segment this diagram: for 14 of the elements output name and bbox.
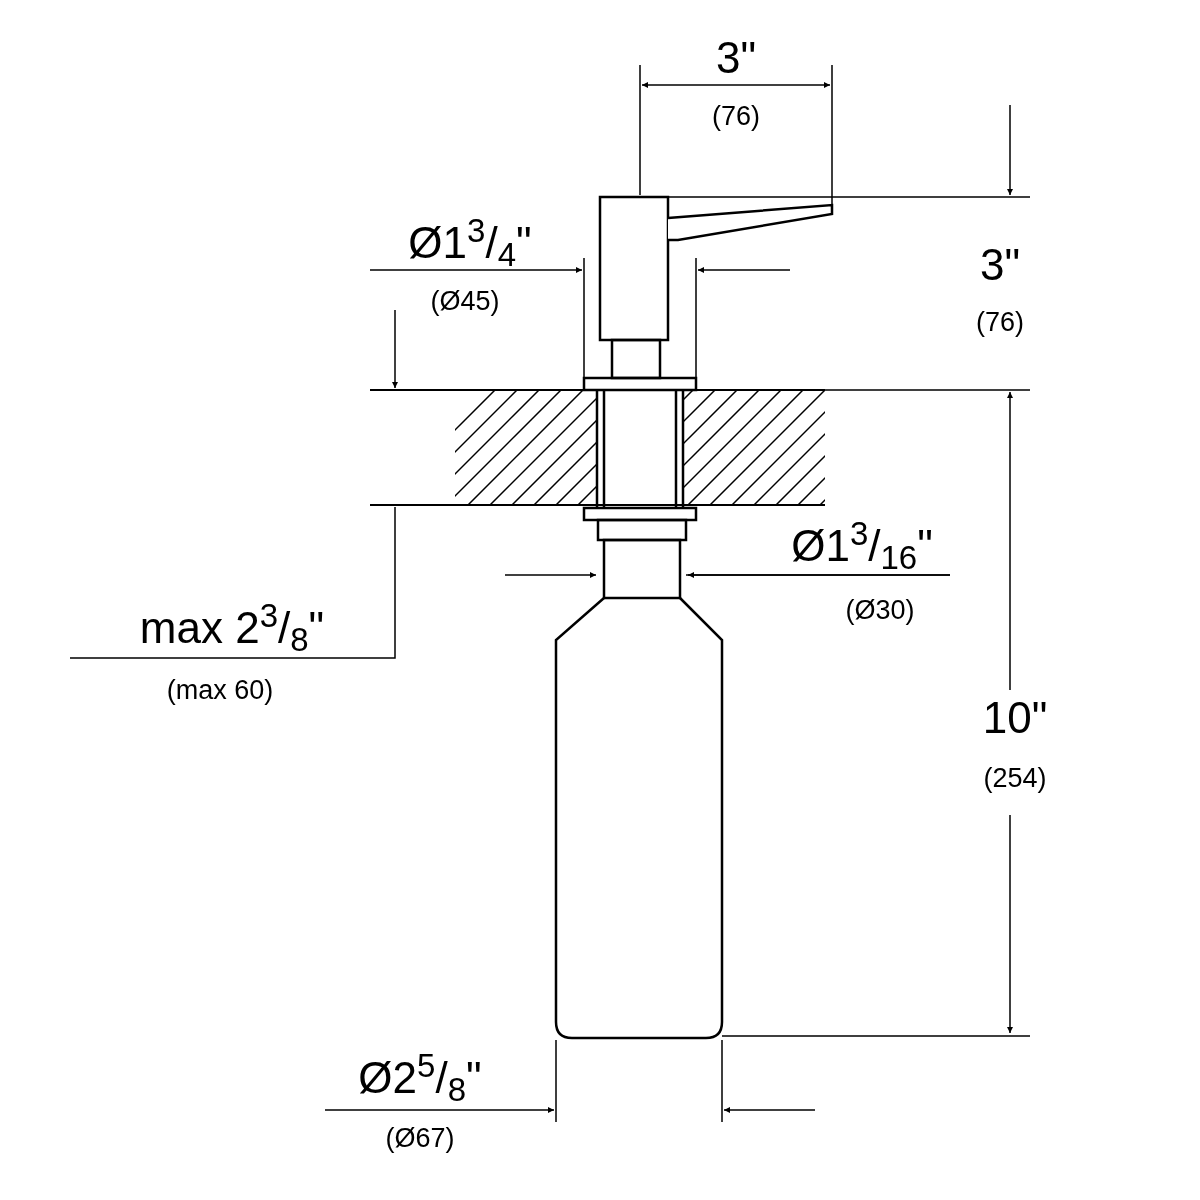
dimension-label: Ø2$^{5}$/$_{8}$" — [358, 1056, 482, 1100]
dimension-label: (Ø30) — [845, 596, 915, 624]
dimension-label: (Ø67) — [385, 1124, 455, 1152]
dimension-label: 3" — [715, 36, 757, 80]
dimension-label: (76) — [712, 102, 760, 130]
dimension-label: max 2$^{3}$/$_{8}$" — [139, 606, 325, 650]
dimension-label: (max 60) — [166, 676, 274, 704]
dimension-label: (76) — [976, 308, 1024, 336]
dimension-label: 3" — [979, 243, 1021, 287]
dimension-label: Ø1$^{3}$/$_{4}$" — [408, 221, 532, 265]
dimension-label: (Ø45) — [430, 287, 500, 315]
dimension-label: Ø1$^{3}$/$_{16}$" — [791, 524, 933, 568]
dimension-label: (254) — [983, 764, 1047, 792]
dimension-label: 10" — [982, 696, 1048, 740]
